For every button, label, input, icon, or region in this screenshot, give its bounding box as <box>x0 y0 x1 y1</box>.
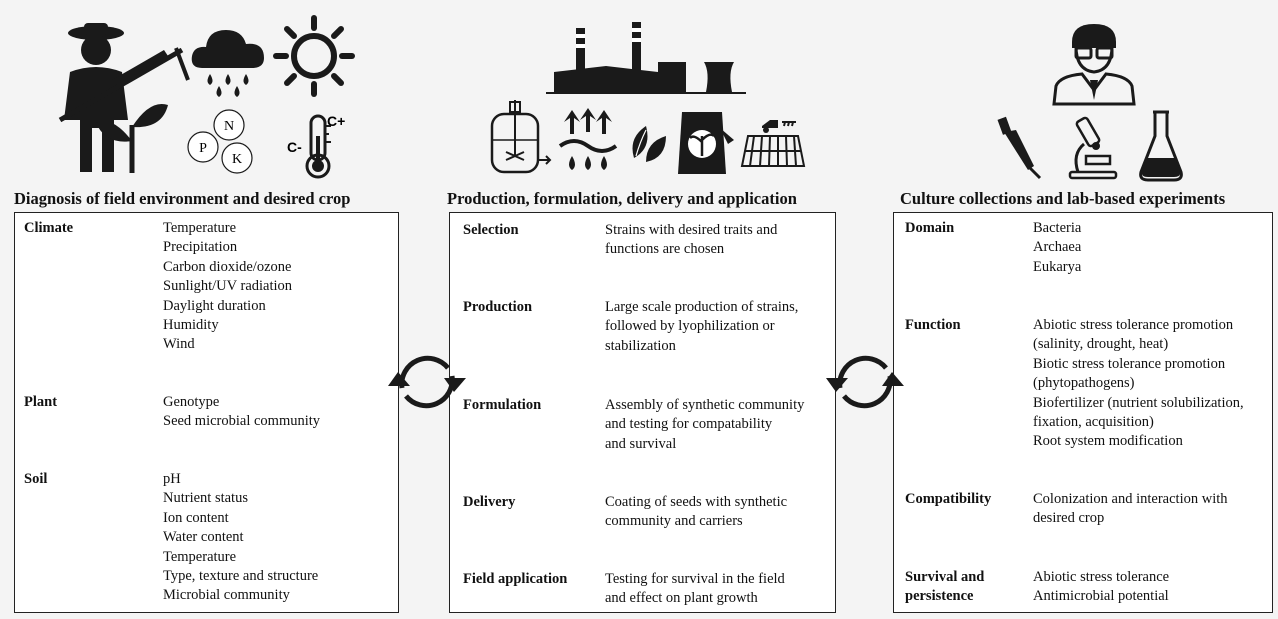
category-label: Plant <box>24 394 58 410</box>
list-item: Assembly of synthetic community <box>605 397 805 413</box>
item-list: Bacteria Archaea Eukarya <box>1033 219 1081 277</box>
factory-icon <box>546 22 746 94</box>
pipette-icon <box>997 116 1042 180</box>
category-label: Function <box>905 317 961 333</box>
plant-seedling-icon <box>96 103 168 173</box>
list-item: Water content <box>163 529 244 546</box>
list-item: Testing for survival in the field <box>605 571 785 587</box>
evaporation-drops-icon <box>558 108 618 170</box>
list-item: Bacteria <box>1033 220 1082 236</box>
list-item: and effect on plant growth <box>605 590 758 607</box>
list-item: Abiotic stress tolerance <box>1033 569 1170 585</box>
list-item: (phytopathogens) <box>1033 375 1135 392</box>
list-item: Daylight duration <box>163 297 266 314</box>
list-item: and testing for compatability <box>605 416 773 433</box>
list-item: Type, texture and structure <box>163 568 319 585</box>
list-item: Humidity <box>163 317 219 334</box>
list-item: Sunlight/UV radiation <box>163 278 293 295</box>
cycle-arrows-right-icon <box>826 355 904 409</box>
item-list: Coating of seeds with synthetic communit… <box>605 493 787 532</box>
npk-k-label: K <box>232 152 242 167</box>
item-list: pH Nutrient status Ion content Water con… <box>163 470 318 606</box>
npk-n-label: N <box>224 119 234 134</box>
field-environment-box: Climate Temperature Precipitation Carbon… <box>14 212 399 613</box>
seed-bag-icon <box>678 112 734 174</box>
flask-icon <box>1139 110 1183 182</box>
culture-collections-box: Domain Bacteria Archaea Eukarya Function… <box>893 212 1273 613</box>
scientist-icon <box>1052 24 1136 106</box>
list-item: Ion content <box>163 509 229 526</box>
thermo-plus-label: C+ <box>327 113 345 129</box>
sun-icon <box>273 15 355 97</box>
item-list: Temperature Precipitation Carbon dioxide… <box>163 219 292 355</box>
list-item: (salinity, drought, heat) <box>1033 336 1169 353</box>
category-label: Soil <box>24 471 48 487</box>
cycle-arrows-left-icon <box>388 355 466 409</box>
production-box: Selection Strains with desired traits an… <box>449 212 836 613</box>
tractor-field-icon <box>740 120 806 167</box>
seeds-icon <box>632 126 666 162</box>
list-item: functions are chosen <box>605 241 725 258</box>
category-label: Climate <box>24 220 74 236</box>
list-item: and survival <box>605 435 677 452</box>
item-list: Abiotic stress tolerance Antimicrobial p… <box>1033 568 1169 607</box>
category-label: Compatibility <box>905 491 992 507</box>
list-item: Wind <box>163 336 195 353</box>
list-item: Strains with desired traits and <box>605 222 778 238</box>
list-item: Large scale production of strains, <box>605 299 799 315</box>
thermometer-icon: C+ C- <box>287 113 345 179</box>
list-item: Precipitation <box>163 239 238 256</box>
category-label: Survival and persistence <box>905 569 985 605</box>
npk-nutrients-icon: N P K <box>187 109 253 174</box>
category-label: Domain <box>905 220 955 236</box>
item-list: Strains with desired traits and function… <box>605 221 777 260</box>
item-list: Colonization and interaction with desire… <box>1033 490 1228 529</box>
list-item: Antimicrobial potential <box>1033 588 1169 605</box>
list-item: Temperature <box>163 220 237 236</box>
rain-cloud-icon <box>191 30 264 97</box>
bioreactor-icon <box>490 100 552 174</box>
left-column-title: Diagnosis of field environment and desir… <box>14 189 351 208</box>
list-item: followed by lyophilization or <box>605 318 775 335</box>
item-list: Testing for survival in the field and ef… <box>605 570 785 609</box>
category-label: Delivery <box>463 494 516 510</box>
list-item: Temperature <box>163 548 237 565</box>
list-item: Eukarya <box>1033 258 1082 275</box>
list-item: Genotype <box>163 394 220 410</box>
microscope-icon <box>1068 116 1118 180</box>
list-item: Root system modification <box>1033 433 1183 450</box>
item-list: Large scale production of strains, follo… <box>605 298 798 356</box>
item-list: Assembly of synthetic community and test… <box>605 396 804 454</box>
farmer-icon <box>58 23 190 172</box>
list-item: Microbial community <box>163 587 290 604</box>
list-item: Seed microbial community <box>163 413 321 430</box>
list-item: desired crop <box>1033 510 1105 527</box>
item-list: Genotype Seed microbial community <box>163 393 320 432</box>
list-item: Nutrient status <box>163 490 248 507</box>
list-item: pH <box>163 471 181 487</box>
list-item: Biotic stress tolerance promotion <box>1033 355 1226 372</box>
category-label: Production <box>463 299 533 315</box>
category-label: Selection <box>463 222 519 238</box>
list-item: Archaea <box>1033 239 1082 256</box>
list-item: Carbon dioxide/ozone <box>163 258 292 275</box>
category-label: Formulation <box>463 397 542 413</box>
list-item: Biofertilizer (nutrient solubilization, <box>1033 394 1244 411</box>
list-item: Colonization and interaction with <box>1033 491 1228 507</box>
thermo-minus-label: C- <box>287 139 302 155</box>
list-item: Coating of seeds with synthetic <box>605 494 788 510</box>
npk-p-label: P <box>199 141 207 156</box>
list-item: stabilization <box>605 337 676 354</box>
right-column-title: Culture collections and lab-based experi… <box>900 189 1226 208</box>
center-column-title: Production, formulation, delivery and ap… <box>447 189 797 208</box>
item-list: Abiotic stress tolerance promotion (sali… <box>1033 316 1244 452</box>
category-label: Field application <box>463 571 568 587</box>
list-item: Abiotic stress tolerance promotion <box>1033 317 1234 333</box>
list-item: community and carriers <box>605 513 743 530</box>
list-item: fixation, acquisition) <box>1033 414 1154 431</box>
